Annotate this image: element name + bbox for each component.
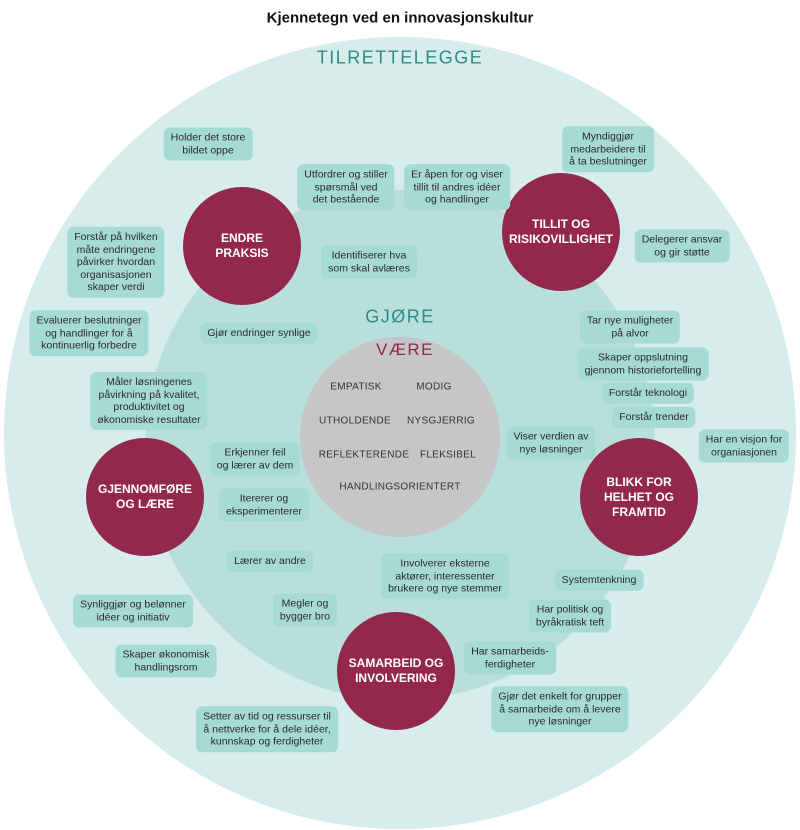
behavior-box: Gjør endringer synlige [200,322,318,344]
diagram-title: Kjennetegn ved en innovasjonskultur [266,9,534,27]
behavior-box: Involverer eksterne aktører, interessent… [381,553,509,599]
behavior-box: Er åpen for og viser tillit til andres i… [404,164,510,210]
trait-label: EMPATISK [330,381,382,393]
behavior-box: Skaper økonomisk handlingsrom [115,644,217,678]
behavior-box: Erkjenner feil og lærer av dem [209,442,301,476]
theme-label: GJENNOMFØRE OG LÆRE [97,482,192,511]
outer-level-label: TILRETTELEGGE [316,47,484,68]
behavior-box: Evaluerer beslutninger og handlinger for… [29,310,149,356]
behavior-box: Itererer og eksperimenterer [219,488,309,522]
trait-label: REFLEKTERENDE [318,449,410,461]
theme-label: TILLIT OG RISIKOVILLIGHET [508,217,613,246]
behavior-box: Har samarbeids- ferdigheter [464,641,556,675]
behavior-box: Identifiserer hva som skal avlæres [321,245,417,279]
inner-circle-vaere [300,337,500,537]
theme-label: BLIKK FOR HELHET OG FRAMTID [603,474,674,519]
trait-label: UTHOLDENDE [319,415,391,427]
behavior-box: Holder det store bildet oppe [163,127,253,161]
behavior-box: Myndiggjør medarbeidere til å ta beslutn… [562,126,654,172]
trait-label: NYSGJERRIG [406,415,476,427]
inner-level-label: VÆRE [376,340,434,359]
behavior-box: Måler løsningenes påvirkning på kvalitet… [90,372,208,430]
behavior-box: Delegerer ansvar og gir støtte [634,229,730,263]
behavior-box: Viser verdien av nye løsninger [506,426,596,460]
behavior-box: Tar nye muligheter på alvor [579,310,681,344]
trait-label: MODIG [416,381,452,393]
behavior-box: Utfordrer og stiller spørsmål ved det be… [297,164,395,210]
behavior-box: Forstår teknologi [601,382,695,404]
middle-level-label: GJØRE [365,306,435,327]
behavior-box: Forstår trender [612,406,696,428]
behavior-box: Har en visjon for organiasjonen [698,429,790,463]
trait-label: FLEKSIBEL [419,449,477,461]
behavior-box: Synliggjør og belønner idéer og initiati… [73,594,193,628]
theme-label: SAMARBEID OG INVOLVERING [348,656,444,685]
theme-circle-blikk-for-helhet-og-framtid: BLIKK FOR HELHET OG FRAMTID [580,438,698,556]
behavior-box: Setter av tid og ressurser til å nettver… [196,706,338,752]
behavior-box: Skaper oppslutning gjennom historieforte… [577,347,709,381]
behavior-box: Megler og bygger bro [272,593,338,627]
trait-label: HANDLINGSORIENTERT [339,481,461,493]
theme-circle-samarbeid-og-involvering: SAMARBEID OG INVOLVERING [337,612,455,730]
behavior-box: Gjør det enkelt for grupper å samarbeide… [491,686,629,732]
theme-label: ENDRE PRAKSIS [215,231,269,260]
behavior-box: Har politisk og byråkratisk teft [528,599,612,633]
theme-circle-tillit-og-risikovillighet: TILLIT OG RISIKOVILLIGHET [502,173,620,291]
behavior-box: Lærer av andre [227,550,313,572]
theme-circle-endre-praksis: ENDRE PRAKSIS [183,187,301,305]
theme-circle-gjennomfore-og-laere: GJENNOMFØRE OG LÆRE [86,438,204,556]
behavior-box: Forstår på hvilken måte endringene påvir… [67,226,165,298]
behavior-box: Systemtenkning [554,569,644,591]
